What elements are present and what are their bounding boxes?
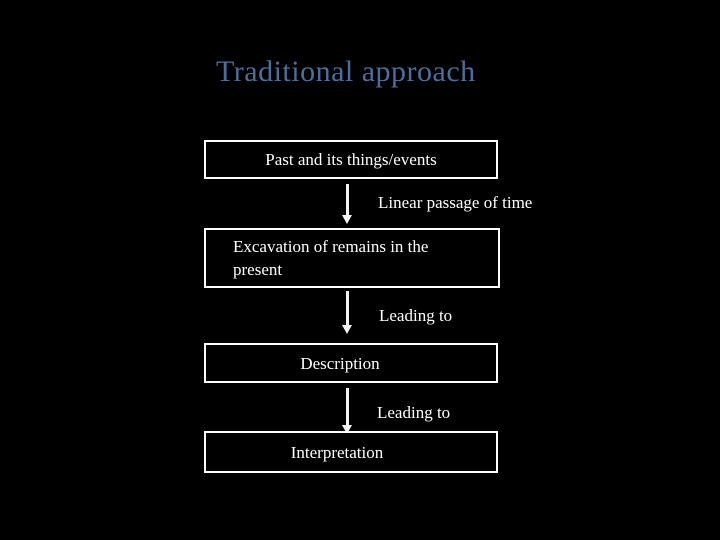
arrow-head-icon (342, 215, 352, 224)
flow-box-past-label: Past and its things/events (265, 150, 437, 169)
flow-box-interpretation: Interpretation (204, 431, 498, 473)
connector-label-linear-passage: Linear passage of time (378, 193, 533, 212)
connector-label-leading-to-2: Leading to (377, 403, 451, 422)
arrow-head-icon (342, 325, 352, 334)
down-arrow-1 (342, 184, 353, 224)
flow-box-interpretation-label: Interpretation (290, 442, 384, 462)
flow-box-description-label: Description (300, 353, 380, 373)
arrow-shaft (346, 184, 349, 217)
flow-box-excavation: Excavation of remains in the present (204, 228, 500, 288)
down-arrow-2 (342, 291, 353, 334)
slide-title: Traditional approach (216, 55, 476, 88)
down-arrow-3 (342, 388, 353, 434)
connector-label-leading-to-1: Leading to (379, 306, 453, 325)
flow-box-past: Past and its things/events (204, 140, 498, 179)
arrow-shaft (346, 291, 349, 327)
arrow-head-icon (342, 425, 352, 434)
flow-box-excavation-label: Excavation of remains in the present (233, 237, 429, 279)
flow-box-description: Description (204, 343, 498, 383)
arrow-shaft (346, 388, 349, 427)
